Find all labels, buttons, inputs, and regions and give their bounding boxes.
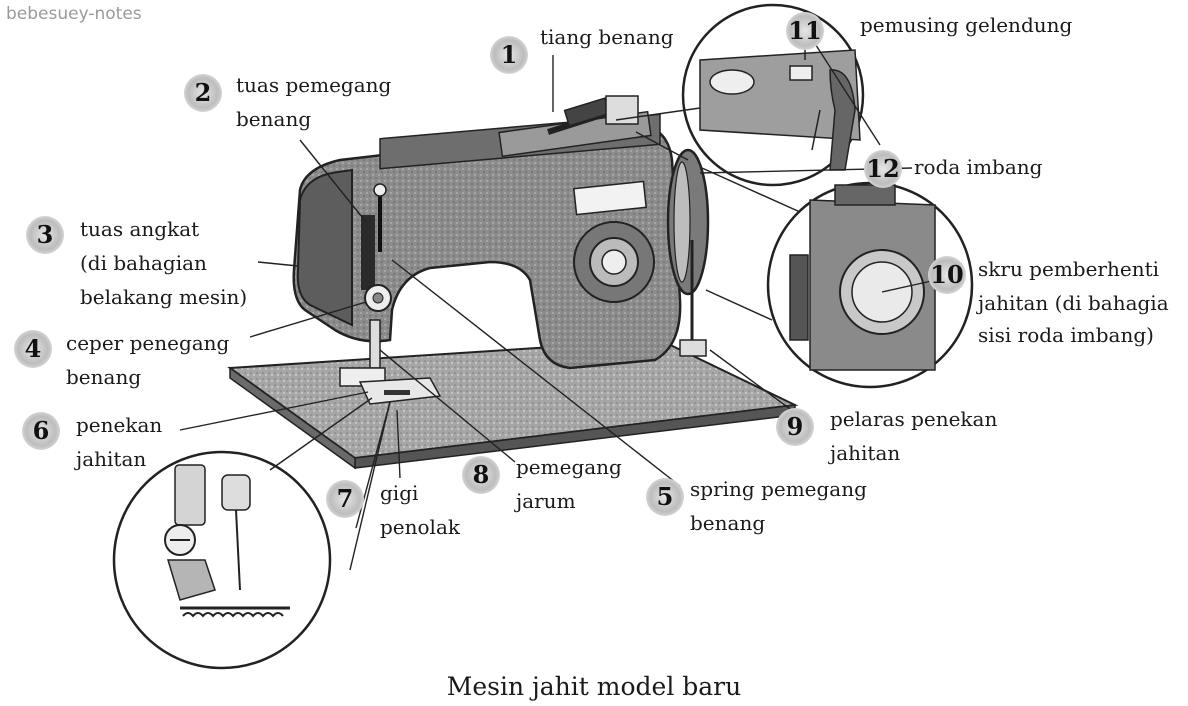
machine-bed-side [229,366,356,470]
callout-label-gigi-penolak-line-1: gigi [380,481,419,505]
callout-label-ceper-penegang-benang-line-2: benang [66,365,142,389]
inset-10-connector [701,167,801,213]
callout-label-tuas-angkat-line-3: belakang mesin) [80,285,248,309]
callout-label-penekan-jahitan-line-2: jahitan [76,447,147,471]
callout-number-7: 7 [326,480,364,518]
pressure-adjuster-block [679,339,707,357]
machine-head-face [296,168,353,327]
callout-number-9: 9 [776,408,814,446]
callout-label-tiang-benang: tiang benang [540,25,674,49]
tension-disc-center [372,292,384,304]
callout-label-gigi-penolak-line-2: penolak [380,515,460,539]
callout-number-2: 2 [184,74,222,112]
needle-bar [369,319,381,369]
callout-label-skru-pemberhenti-jahitan-line-3: sisi roda imbang) [978,323,1154,347]
callout-label-pelaras-penekan-jahitan-line-1: pelaras penekan [830,407,998,431]
inset-10-connector [705,289,773,321]
callout-label-pelaras-penekan-jahitan-line-2: jahitan [830,441,901,465]
callout-label-ceper-penegang-benang-line-1: ceper penegang [66,331,230,355]
callout-label-pemegang-jarum-line-2: jarum [516,489,576,513]
callout-number-1: 1 [490,36,528,74]
callout-label-tuas-pemegang-benang-line-2: benang [236,107,312,131]
inset-11-connector [635,131,689,161]
callout-number-11: 11 [786,12,824,50]
callout-number-8: 8 [462,456,500,494]
thread-take-up-knob [373,183,387,197]
callout-label-tuas-angkat-line-2: (di bahagian [80,251,207,275]
callout-number-12: 12 [864,150,902,188]
watermark: bebesuey-notes [6,4,142,24]
callout-label-skru-pemberhenti-jahitan-line-1: skru pemberhenti [978,257,1160,281]
callout-number-3: 3 [26,216,64,254]
diagram-caption: Mesin jahit model baru [446,672,742,701]
feed-dog-slot [384,390,410,395]
presser-foot-inset [112,450,332,670]
callout-label-skru-pemberhenti-jahitan-line-2: jahitan (di bahagia [978,291,1169,315]
balance-wheel-rim [673,161,691,283]
inset-11-connector [615,107,701,121]
callout-label-pemegang-jarum-line-1: pemegang [516,455,622,479]
callout-label-tuas-pemegang-benang-line-1: tuas pemegang [236,73,392,97]
callout-label-tuas-angkat-line-1: tuas angkat [80,217,200,241]
callout-label-pemusing-gelendung: pemusing gelendung [860,13,1073,37]
callout-label-penekan-jahitan-line-1: penekan [76,413,163,437]
callout-label-spring-pemegang-benang-line-2: benang [690,511,766,535]
callout-number-6: 6 [22,412,60,450]
callout-number-10: 10 [928,256,966,294]
thread-take-up-slot [361,215,375,290]
stitch-dial-center [601,249,627,275]
callout-number-5: 5 [646,478,684,516]
callout-label-roda-imbang: roda imbang [914,155,1043,179]
bobbin-winder-inset [681,3,865,187]
callout-label-spring-pemegang-benang-line-1: spring pemegang [690,477,867,501]
machine-nameplate [573,180,647,216]
stop-screw-inset [766,181,974,389]
callout-number-4: 4 [14,330,52,368]
